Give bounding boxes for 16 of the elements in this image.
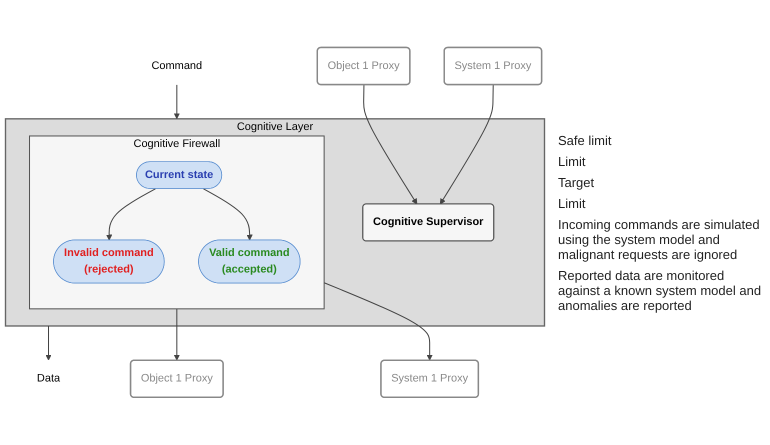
- arrow: [440, 84, 494, 205]
- arrow: [363, 84, 418, 205]
- note-text: Reported data are monitored against a known system model and anomalies are reported: [558, 268, 762, 312]
- node-text: Command: [152, 60, 202, 72]
- arrow: [324, 282, 433, 361]
- arrow: [45, 326, 52, 361]
- node-text: Data: [36, 372, 60, 384]
- note-text: Limit: [558, 196, 586, 210]
- arrow: [106, 188, 156, 241]
- note-text: Limit: [558, 154, 586, 168]
- note-text: Safe limit: [558, 132, 612, 148]
- note-text: Incoming commands are simulated using the system model and malignant requests are ignored: [558, 216, 761, 262]
- note-text: Target: [558, 174, 596, 190]
- arrow: [174, 84, 180, 120]
- arrow: [203, 188, 253, 241]
- arrow: [174, 308, 180, 361]
